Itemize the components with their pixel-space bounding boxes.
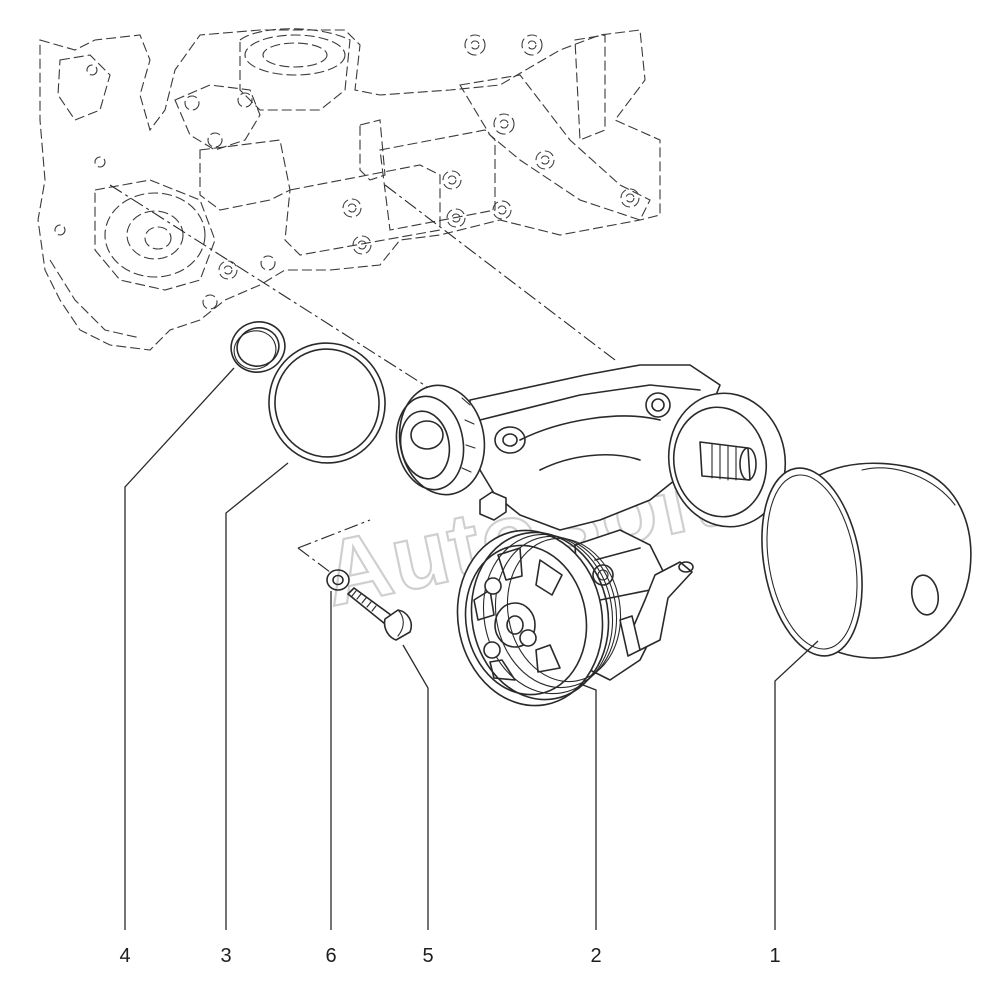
bracket-idler-pulley (395, 364, 721, 531)
callout-4: 4 (119, 945, 130, 967)
oil-filter-part-1 (761, 462, 972, 659)
callout-3: 3 (220, 945, 231, 967)
callout-1: 1 (769, 945, 780, 967)
seal-ring-part-4 (230, 321, 286, 373)
washer-part-6 (326, 569, 350, 591)
bolt-part-5 (347, 587, 413, 641)
leader-lines (124, 367, 819, 930)
callout-2: 2 (590, 945, 601, 967)
callout-6: 6 (325, 945, 336, 967)
callout-5: 5 (422, 945, 433, 967)
engine-block (37, 28, 661, 351)
power-steering-pump (456, 491, 694, 707)
alignment-lines (109, 184, 616, 573)
o-ring-part-3 (268, 342, 386, 464)
callout-labels: 4 3 6 5 2 1 (119, 945, 780, 967)
pump-pulley-flange (667, 392, 787, 528)
